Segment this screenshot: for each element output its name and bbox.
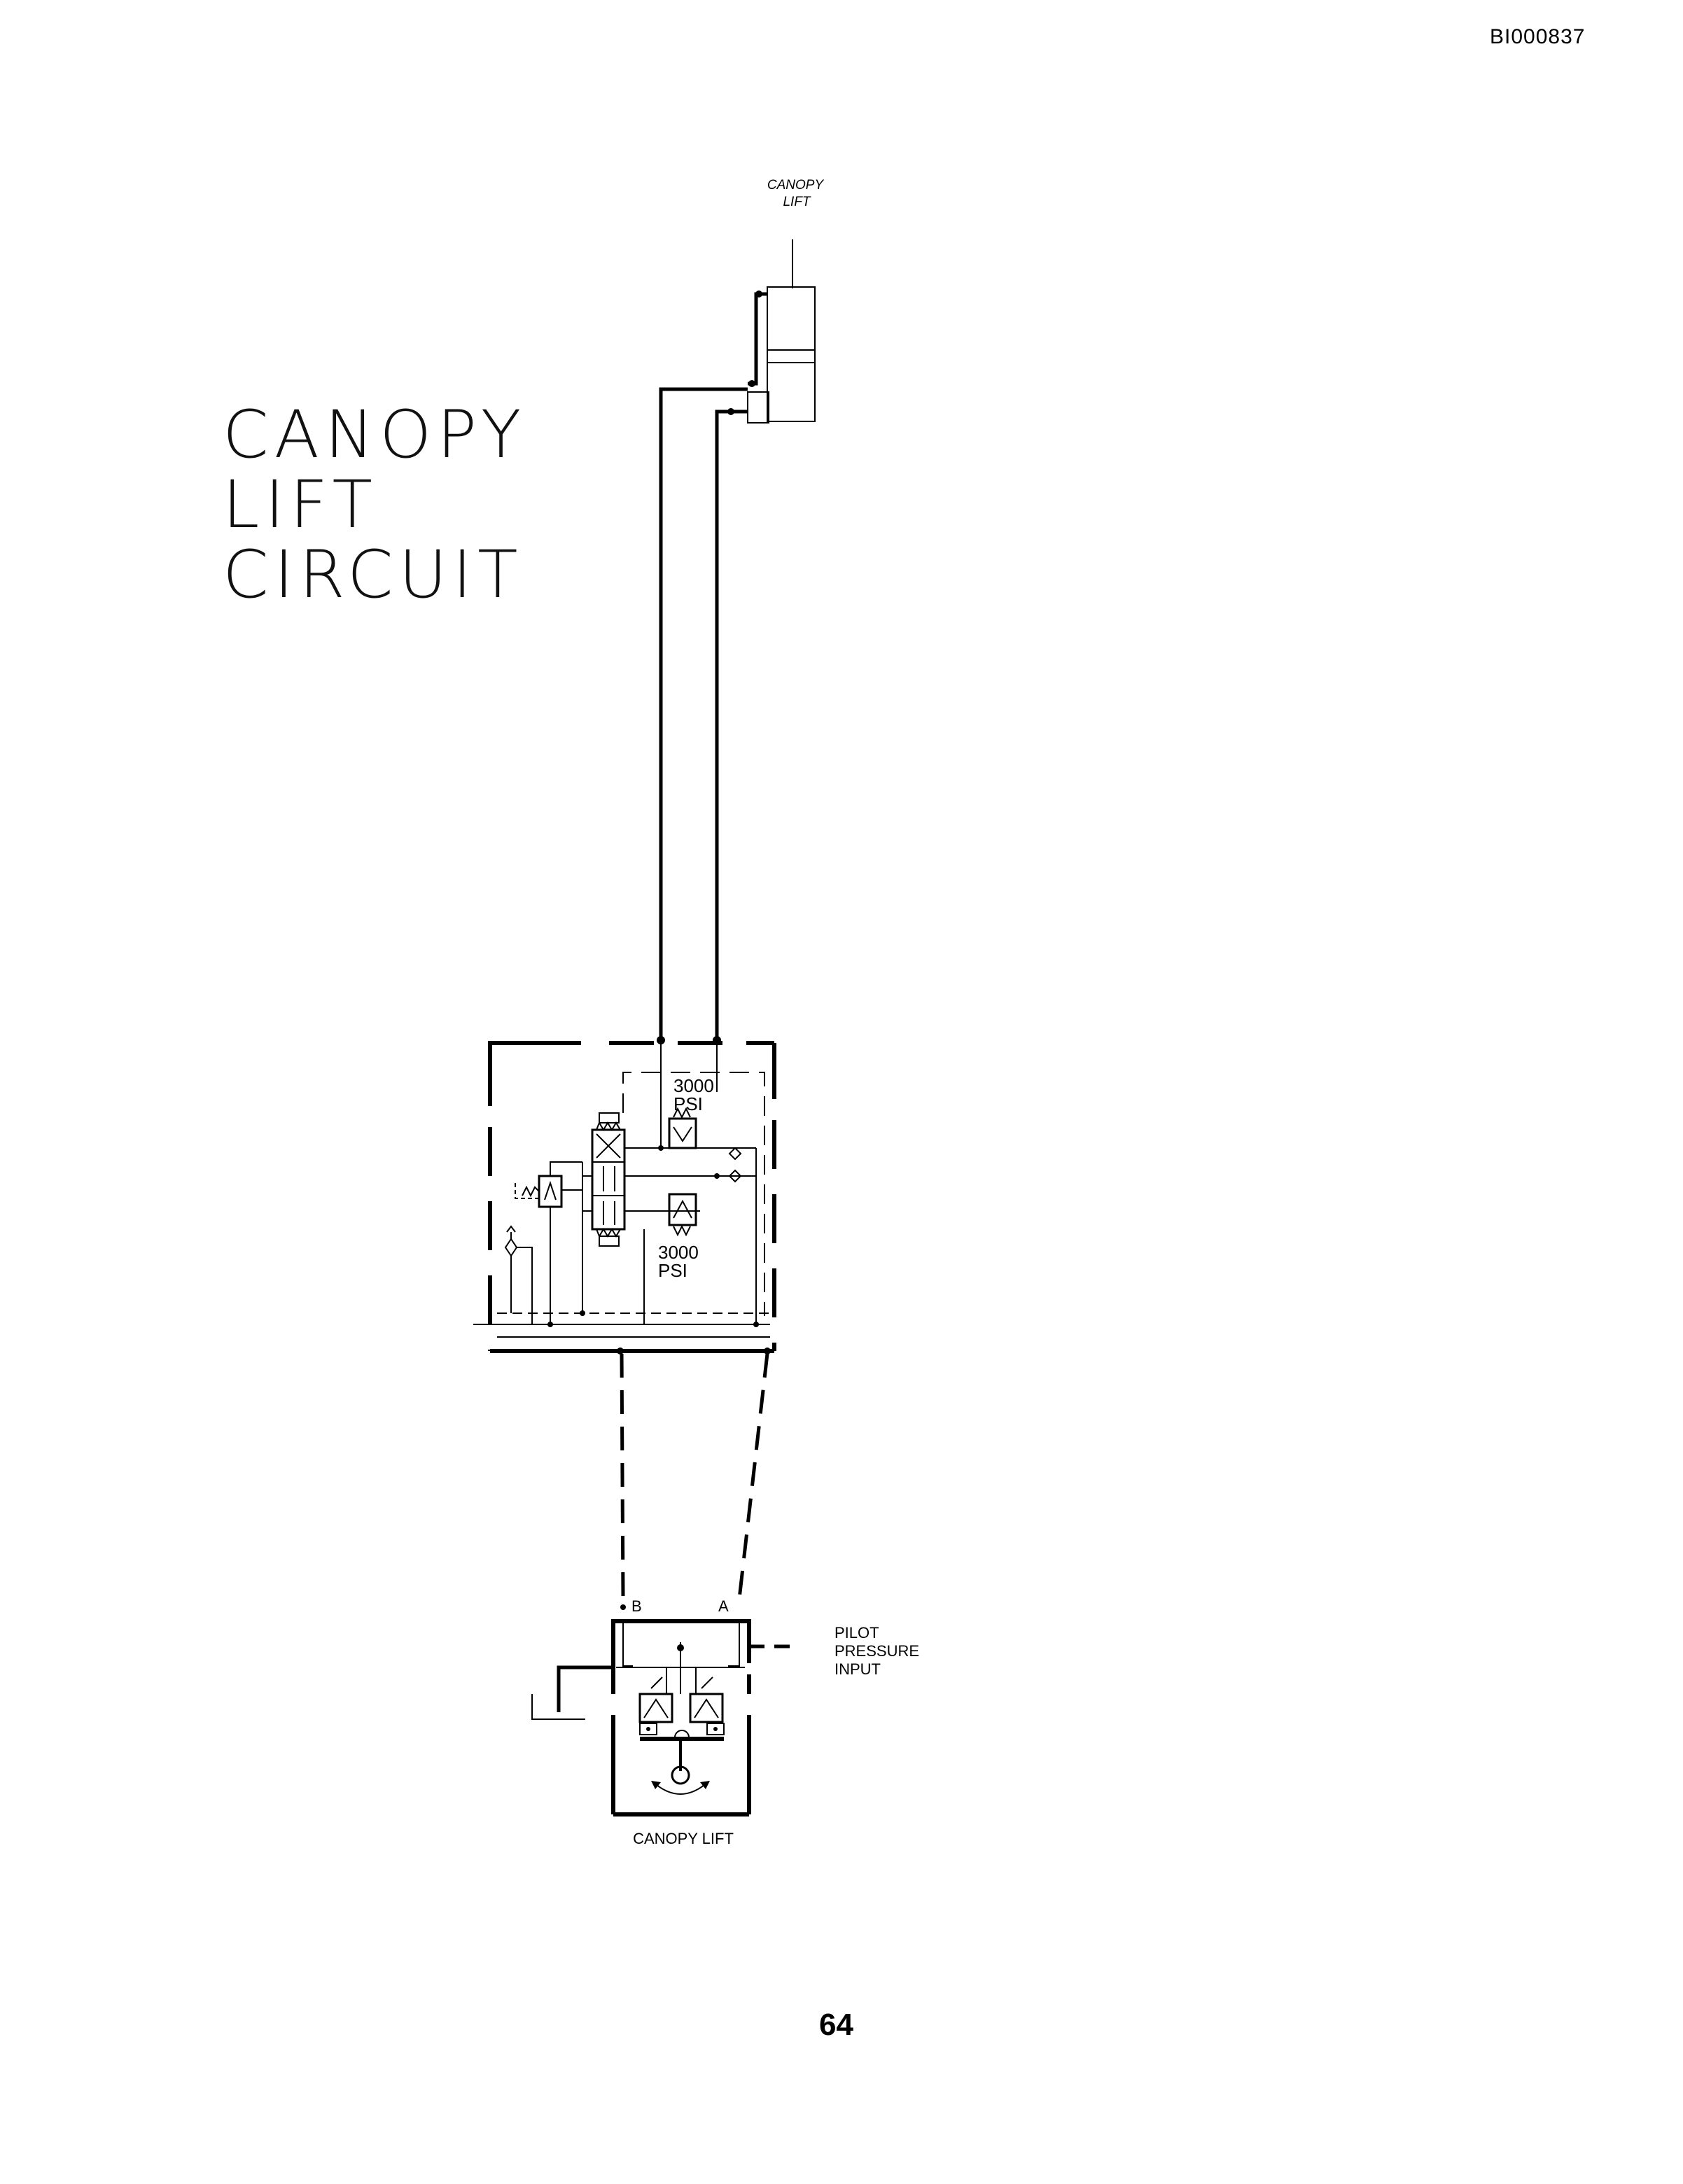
relief-valve-lower: 3000 PSI xyxy=(658,1193,699,1281)
pilot-label-line-2: PRESSURE xyxy=(834,1642,919,1660)
work-port-dot xyxy=(713,1036,721,1044)
spool-actuator-bottom xyxy=(599,1236,620,1247)
valve-block-border xyxy=(488,1041,581,1106)
relief-valve-body xyxy=(668,1117,697,1149)
port-a-label: A xyxy=(718,1597,729,1615)
pilot-line-b xyxy=(620,1353,625,1600)
reducing-valve-body xyxy=(538,1175,563,1208)
work-port-dot xyxy=(657,1036,665,1044)
pilot-reducing-cartridge-right xyxy=(689,1693,724,1723)
cartridge-arrow xyxy=(694,1698,719,1718)
cylinder-rod-end-line xyxy=(748,292,767,386)
relief-valve-spring xyxy=(673,1224,691,1237)
junction-dot xyxy=(658,1145,664,1151)
check-valve-icon xyxy=(728,1169,742,1183)
directional-spool xyxy=(591,1128,626,1231)
reducing-valve-spring xyxy=(522,1185,540,1198)
relief-valve-upper: 3000 PSI xyxy=(668,1075,714,1149)
relief-valve-spring xyxy=(673,1107,691,1119)
plunger-dot xyxy=(646,1727,650,1731)
relief-valve-body xyxy=(668,1193,697,1226)
pilot-reducing-cartridge-left xyxy=(638,1693,673,1723)
check-valve-icon xyxy=(728,1147,742,1161)
circuit-title-line-3: CIRCUIT xyxy=(223,537,524,613)
joystick-knob-icon xyxy=(671,1765,690,1785)
pressure-reducing-valve xyxy=(515,1161,582,1324)
plunger-block xyxy=(706,1723,725,1735)
cylinder-return-line xyxy=(715,410,748,1040)
tank-icon xyxy=(531,1694,585,1720)
spool-cross-arrow xyxy=(596,1133,621,1158)
spool-actuator-top xyxy=(599,1112,620,1124)
relief-upper-unit: PSI xyxy=(673,1093,703,1114)
junction-dot xyxy=(580,1310,585,1316)
inlet-check-valve xyxy=(504,1225,533,1324)
relief-section-border xyxy=(622,1072,765,1316)
joystick-motion-arc xyxy=(656,1784,705,1795)
circuit-title-line-2: LIFT xyxy=(223,467,378,543)
joystick-pivot xyxy=(674,1730,690,1738)
port-b-dot xyxy=(620,1604,626,1610)
canopy-lift-cylinder: CANOPY LIFT xyxy=(727,178,825,424)
pilot-port-dot xyxy=(764,1348,771,1354)
cylinder-barrel xyxy=(767,286,816,422)
cylinder-port-dot xyxy=(755,290,762,298)
pilot-port-dot xyxy=(617,1348,624,1354)
reducing-valve-arrow xyxy=(544,1180,557,1200)
junction-dot xyxy=(753,1322,759,1327)
relief-lower-value: 3000 xyxy=(658,1242,699,1263)
junction-dot xyxy=(714,1173,720,1179)
document-id: BI000837 xyxy=(1490,25,1586,48)
cylinder-port-block xyxy=(747,391,769,424)
pilot-lines xyxy=(620,1353,769,1600)
adjustable-spring-arrow xyxy=(701,1676,713,1689)
port-b-label: B xyxy=(631,1597,642,1615)
main-hydraulic-lines xyxy=(659,387,748,1040)
pilot-tank-line xyxy=(557,1665,613,1712)
directional-valve-block: 3000 PSI 3000 PSI xyxy=(473,1036,776,1354)
check-valve-lead xyxy=(506,1225,516,1233)
relief-lower-unit: PSI xyxy=(658,1260,687,1281)
reducing-valve-pilot xyxy=(515,1183,539,1199)
circuit-title-line-1: CANOPY xyxy=(223,397,527,473)
relief-valve-arrow xyxy=(673,1126,692,1142)
adjustable-spring-arrow xyxy=(650,1676,663,1689)
check-valve-outlet xyxy=(517,1247,533,1324)
pilot-internal-line xyxy=(728,1621,740,1667)
pilot-line-a xyxy=(737,1353,769,1600)
cylinder-supply-line xyxy=(659,387,748,1040)
pilot-label-line-3: INPUT xyxy=(834,1660,881,1678)
cylinder-port-dot xyxy=(748,380,755,387)
check-valve-icon xyxy=(504,1238,518,1257)
circuit-title: CANOPY LIFT CIRCUIT xyxy=(223,400,526,610)
relief-upper-value: 3000 xyxy=(673,1075,714,1096)
pilot-internal-line xyxy=(622,1621,633,1667)
pilot-control-valve: B A PILOT PRESSURE INPUT xyxy=(531,1597,919,1847)
relief-valve-arrow xyxy=(673,1199,692,1219)
pilot-supply-dot xyxy=(677,1644,684,1651)
pilot-valve-caption: CANOPY LIFT xyxy=(633,1830,734,1847)
cylinder-label-line-1: CANOPY xyxy=(767,178,825,192)
plunger-block xyxy=(639,1723,657,1735)
pilot-valve-housing xyxy=(611,1619,751,1694)
arrow-right-icon xyxy=(700,1781,710,1789)
junction-dot xyxy=(547,1322,553,1327)
pilot-label-line-1: PILOT xyxy=(834,1624,879,1642)
cartridge-arrow xyxy=(643,1698,669,1718)
page-number: 64 xyxy=(819,2008,853,2042)
reducing-valve-inlet xyxy=(550,1161,582,1176)
arrow-left-icon xyxy=(651,1781,661,1789)
plunger-dot xyxy=(713,1727,718,1731)
cylinder-label-line-2: LIFT xyxy=(783,195,811,209)
